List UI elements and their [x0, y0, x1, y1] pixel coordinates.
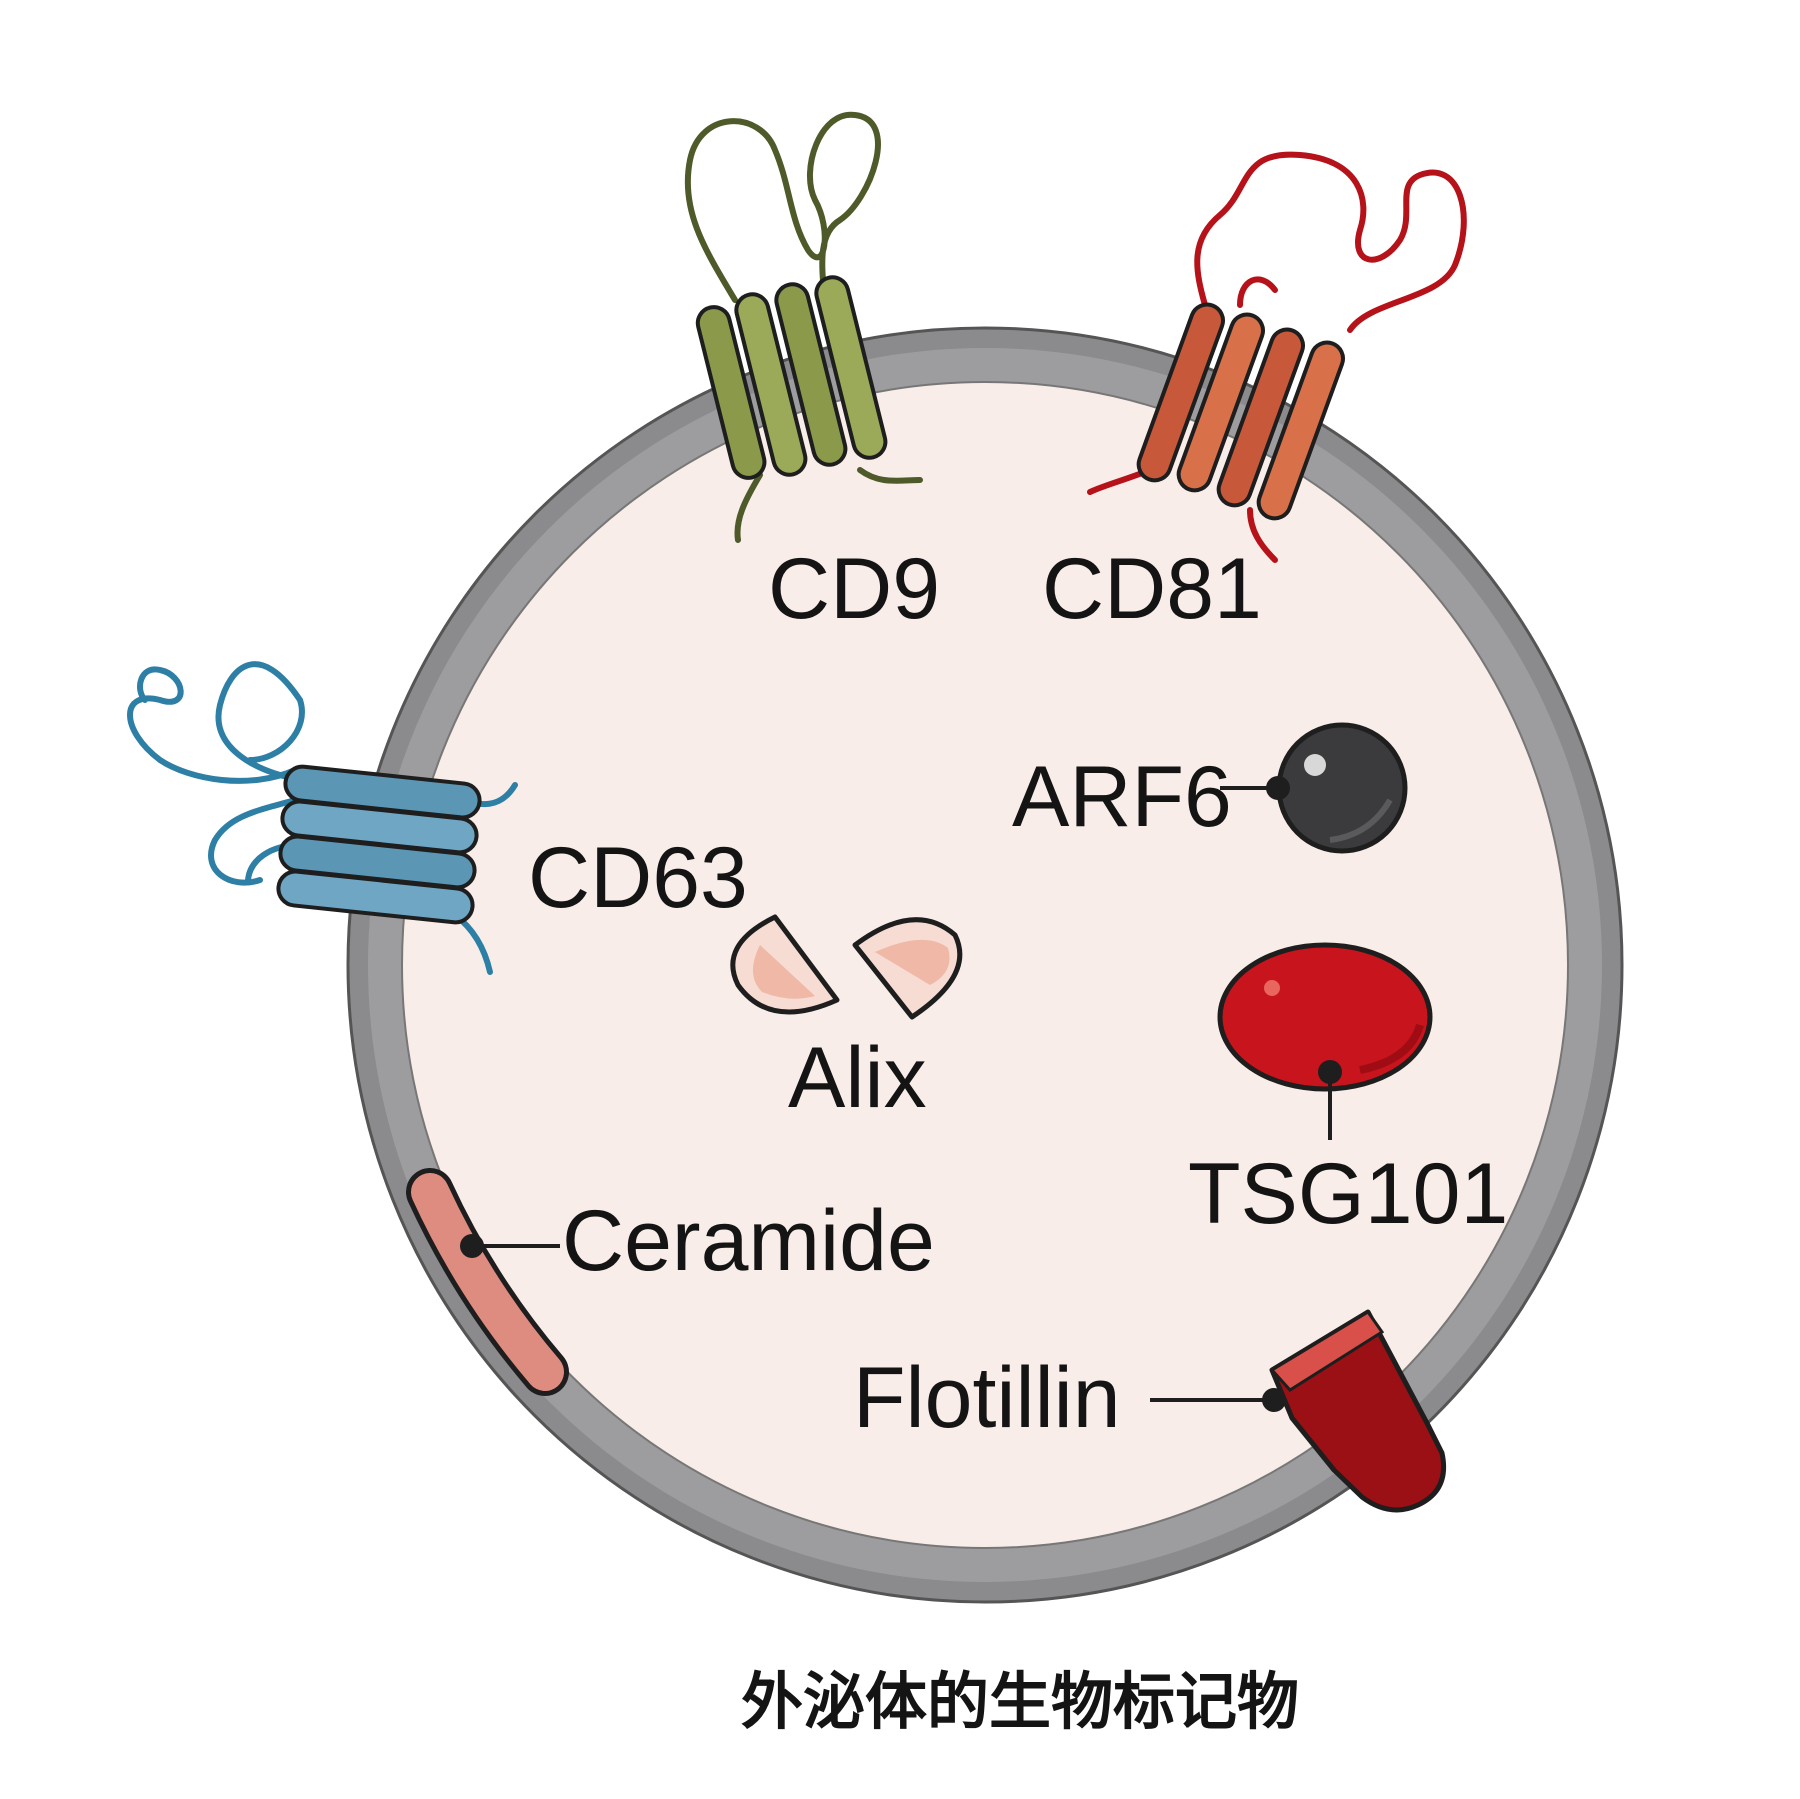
vesicle-lumen — [401, 381, 1569, 1549]
ceramide-leader-dot — [460, 1234, 484, 1258]
cd63-extracellular-loop — [215, 661, 305, 783]
cd9-label: CD9 — [768, 541, 940, 637]
tsg101-leader-dot — [1318, 1060, 1342, 1084]
flotillin-leader-dot — [1262, 1388, 1286, 1412]
cd9-marker — [684, 111, 923, 543]
cd81-extracellular-loop — [1194, 151, 1467, 333]
exosome-vesicle — [346, 326, 1624, 1604]
flotillin-marker — [1150, 1309, 1447, 1513]
alix-label: Alix — [788, 1030, 927, 1126]
ceramide-marker — [406, 1168, 569, 1396]
tsg101-label: TSG101 — [1188, 1146, 1508, 1242]
cd63-helices — [276, 764, 482, 925]
cd81-label: CD81 — [1042, 541, 1262, 637]
tsg101-marker — [1217, 942, 1433, 1140]
flotillin-label: Flotillin — [853, 1350, 1121, 1446]
alix-marker — [730, 914, 963, 1020]
cd63-label: CD63 — [528, 830, 748, 926]
ceramide-label: Ceramide — [562, 1193, 935, 1289]
cd63-marker — [127, 661, 518, 975]
figure-caption: 外泌体的生物标记物 — [741, 1665, 1299, 1738]
arf6-marker — [1220, 722, 1408, 854]
cd9-extracellular-loop — [684, 111, 881, 303]
arf6-label: ARF6 — [1012, 749, 1232, 845]
arf6-sphere — [1276, 722, 1408, 854]
cd81-helices — [1136, 302, 1345, 521]
cd9-helices — [695, 275, 888, 480]
cd81-marker — [1087, 151, 1467, 563]
arf6-leader-dot — [1266, 776, 1290, 800]
